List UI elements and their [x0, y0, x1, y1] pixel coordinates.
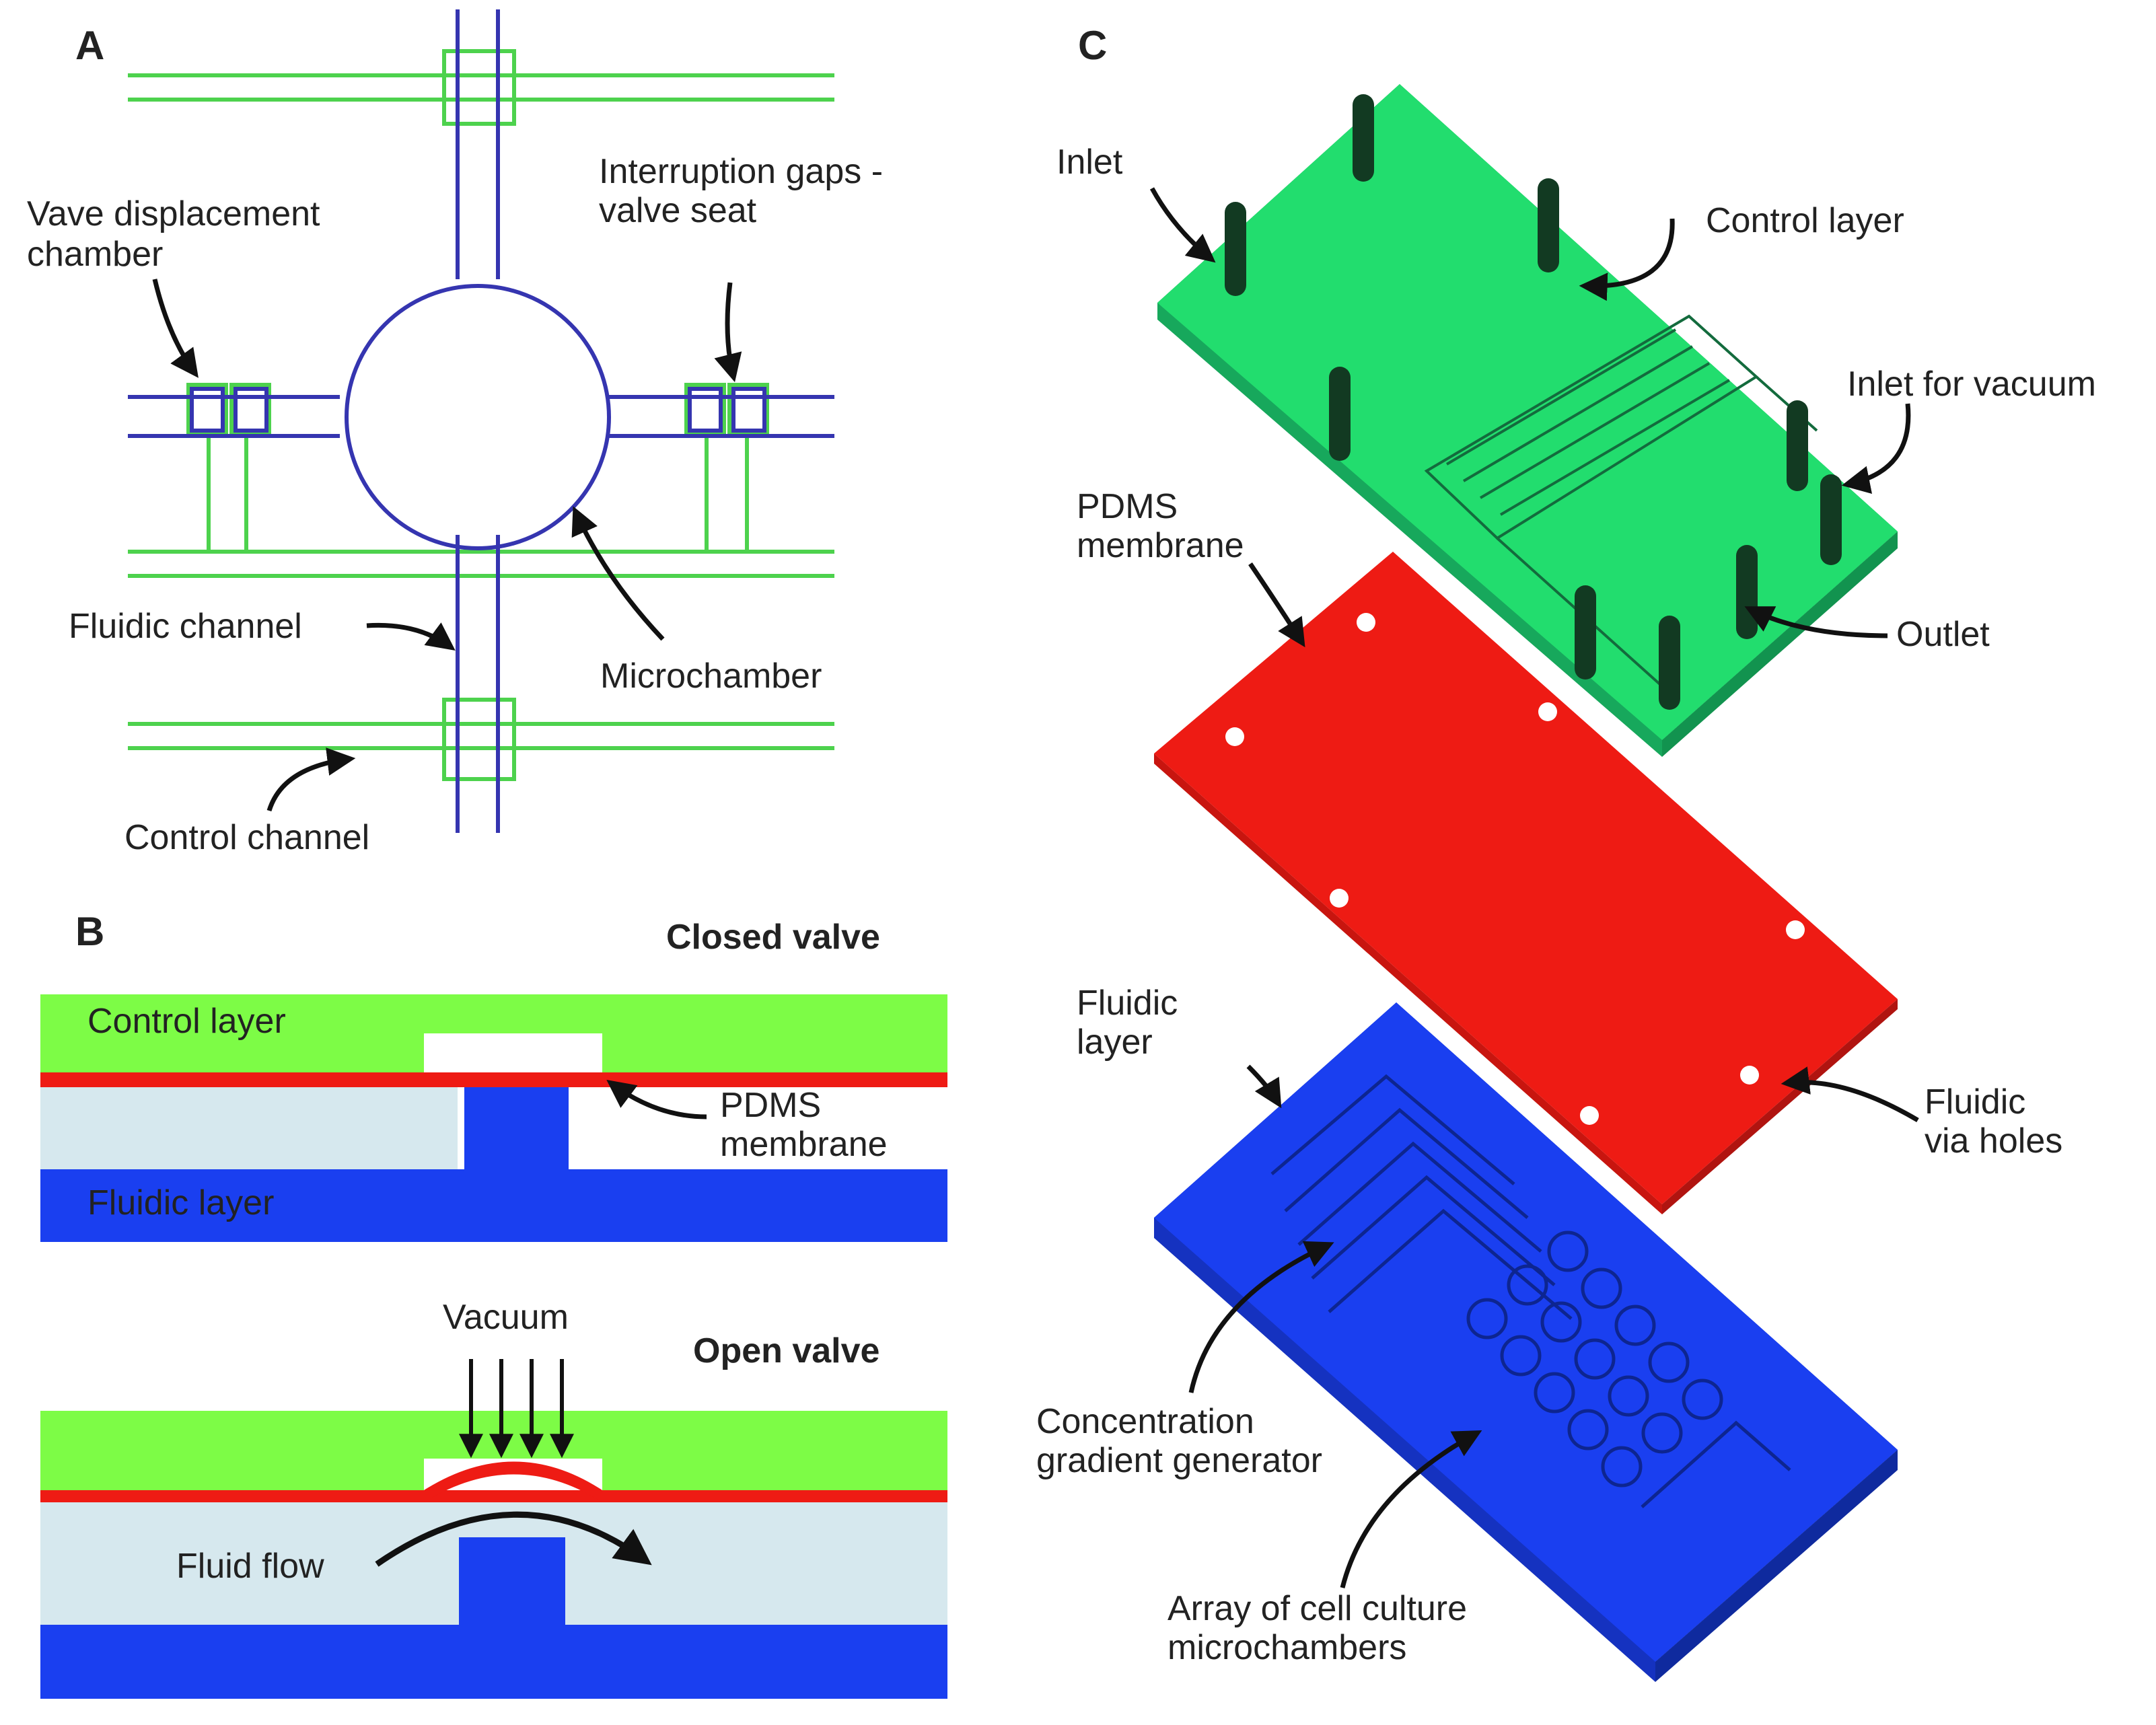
open-valve-title: Open valve: [693, 1331, 879, 1370]
pin-4: [1787, 400, 1808, 491]
via-holes: [1225, 613, 1805, 1125]
panel-a: A: [27, 9, 883, 857]
vacuum-label: Vacuum: [443, 1298, 569, 1337]
closed-fluidic-layer-label: Fluidic layer: [87, 1183, 274, 1222]
pin-outlet: [1736, 545, 1758, 639]
array-label-1: Array of cell culture: [1167, 1589, 1467, 1628]
closed-valve-diagram: [40, 994, 947, 1242]
pin-1: [1353, 94, 1374, 182]
panel-b: B Closed valve Control layer Fluidic lay…: [40, 909, 947, 1699]
label-control-channel: Control channel: [124, 818, 369, 857]
panel-a-letter: A: [75, 23, 104, 68]
fluid-flow-arrow: [375, 1511, 652, 1567]
array-label-2: microchambers: [1167, 1628, 1406, 1667]
membrane-arrow: [606, 1079, 707, 1120]
gradient-label-1: Concentration: [1036, 1402, 1254, 1441]
control-layer-label: Control layer: [1706, 201, 1904, 240]
membrane-label-2: membrane: [720, 1125, 888, 1164]
fluid-flow-label: Fluid flow: [176, 1547, 324, 1586]
fluidic-layer-label-2: layer: [1077, 1023, 1153, 1062]
panel-c: C: [1036, 23, 2096, 1682]
pin-3: [1329, 367, 1351, 461]
outlet-label: Outlet: [1896, 615, 1990, 654]
membrane-label-c-1: PDMS: [1077, 487, 1178, 526]
inlet-vacuum-label: Inlet for vacuum: [1847, 365, 2096, 404]
fluidic-layer-label-1: Fluidic: [1077, 984, 1178, 1023]
panel-c-letter: C: [1078, 23, 1107, 68]
panel-c-arrows: [1149, 187, 1919, 1588]
pin-2: [1538, 178, 1559, 272]
label-displacement-1: Vave displacement: [27, 194, 320, 233]
pin-5: [1575, 585, 1596, 680]
membrane-label-c-2: membrane: [1077, 526, 1244, 565]
open-valve-diagram: [40, 1411, 947, 1699]
panel-b-letter: B: [75, 909, 104, 954]
membrane-slab: [1154, 552, 1898, 1214]
port-pins: [1225, 94, 1842, 710]
fluidic-channels: [128, 9, 834, 833]
label-displacement-2: chamber: [27, 235, 163, 274]
microchamber-array-pattern: [1466, 1231, 1791, 1508]
label-gaps-2: valve seat: [599, 191, 757, 230]
membrane-label-1: PDMS: [720, 1086, 821, 1125]
via-holes-label-1: Fluidic: [1925, 1082, 2025, 1122]
label-gaps-1: Interruption gaps -: [599, 152, 883, 191]
microchamber: [345, 284, 611, 550]
label-microchamber: Microchamber: [600, 657, 822, 696]
vacuum-arrows: [459, 1359, 574, 1459]
fluidic-layer-slab: [1154, 1002, 1898, 1682]
panel-a-arrows: [152, 279, 742, 812]
gradient-label-2: gradient generator: [1036, 1441, 1322, 1480]
label-fluidic-channel: Fluidic channel: [69, 607, 302, 646]
pin-inlet: [1225, 202, 1246, 296]
pin-6: [1659, 616, 1680, 710]
closed-valve-title: Closed valve: [666, 918, 880, 957]
control-layer-slab: [1157, 84, 1898, 757]
pin-vacuum: [1820, 474, 1842, 565]
inlet-label: Inlet: [1056, 143, 1123, 182]
closed-control-layer-label: Control layer: [87, 1002, 286, 1041]
via-holes-label-2: via holes: [1925, 1122, 2062, 1161]
gradient-generator-pattern: [1270, 1074, 1573, 1320]
control-channel-pattern: [1424, 314, 1818, 688]
